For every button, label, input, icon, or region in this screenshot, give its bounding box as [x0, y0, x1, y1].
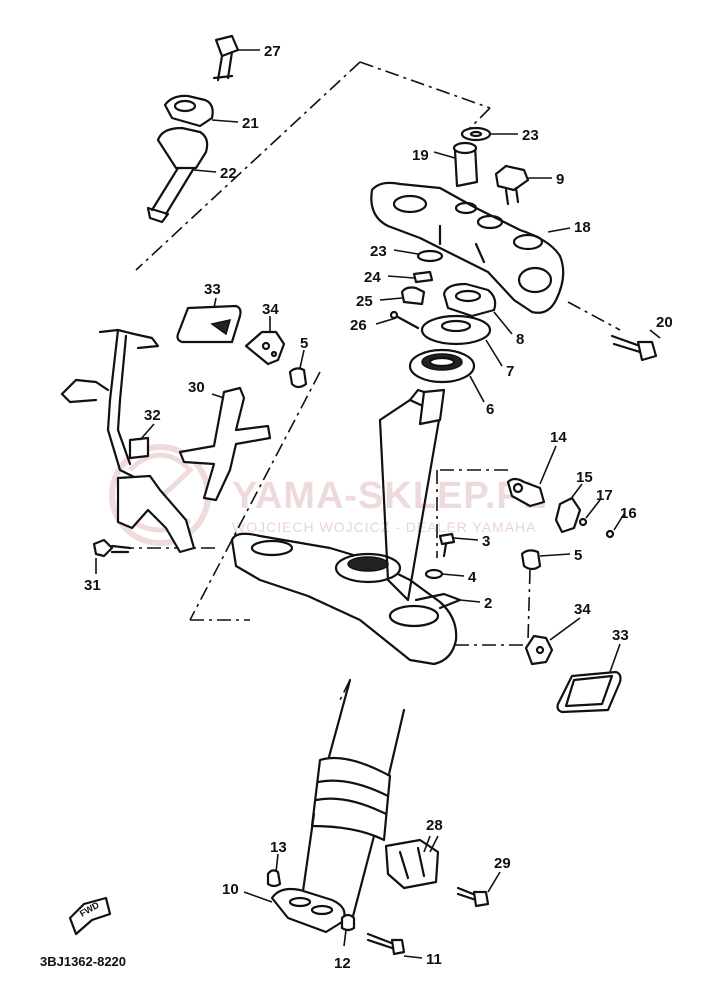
callout-labels: 27 21 22 23 19 9 18 23 24 25 26 8 7 6 20… [84, 43, 673, 972]
part-29-bolt [456, 886, 490, 908]
callout-32: 32 [144, 407, 161, 424]
part-22-handlebar-holder-lower [146, 126, 209, 224]
part-23-washer-lower [416, 249, 444, 263]
part-5-collar-left [288, 367, 308, 389]
part-33-reflector-right [556, 670, 622, 714]
watermark: YAMA-SKLEP.PL WOJCIECH WOJCICZ - DEALER … [109, 444, 547, 546]
callout-18: 18 [574, 219, 591, 236]
fwd-arrow-icon: FWD [68, 896, 112, 936]
part-28-fork-brackets [384, 838, 440, 890]
callout-26: 26 [350, 317, 367, 334]
callout-25: 25 [356, 293, 373, 310]
part-34-reflector-bracket-right [524, 634, 554, 666]
part-26-pin [389, 310, 420, 330]
front-fork [298, 678, 406, 922]
part-27-bolt [212, 34, 240, 82]
part-16-spring [605, 529, 615, 539]
part-3-screw [438, 532, 456, 558]
callout-15: 15 [576, 469, 593, 486]
callout-27: 27 [264, 43, 281, 60]
part-31-bolt [92, 538, 132, 558]
callout-12: 12 [334, 955, 351, 972]
part-11-bolt [366, 932, 406, 956]
part-17-rivet [578, 517, 588, 527]
callout-9: 9 [556, 171, 564, 188]
part-34-reflector-bracket-left [244, 330, 286, 366]
part-20-pinch-bolt [610, 334, 658, 362]
callout-5-right: 5 [574, 547, 582, 564]
part-2-cable-guide [414, 592, 462, 610]
part-32-damper [128, 436, 150, 460]
callout-33-left: 33 [204, 281, 221, 298]
callout-7: 7 [506, 363, 514, 380]
callout-23-top: 23 [522, 127, 539, 144]
document-code: 3BJ1362-8220 [40, 954, 126, 969]
part-6-bearing [408, 348, 476, 384]
callout-5-left: 5 [300, 335, 308, 352]
part-10-cable-holder [270, 887, 346, 934]
leader-lines [95, 49, 661, 959]
part-12-collar [340, 913, 356, 932]
callout-14: 14 [550, 429, 567, 446]
part-30-bracket [178, 386, 272, 502]
callout-33-right: 33 [612, 627, 629, 644]
watermark-sub-text: WOJCIECH WOJCICZ - DEALER YAMAHA [232, 519, 537, 535]
callout-30: 30 [188, 379, 205, 396]
watermark-main-text: YAMA-SKLEP.PL [232, 475, 547, 517]
callout-23-lower: 23 [370, 243, 387, 260]
part-14-steering-lock [506, 477, 546, 508]
part-8-ring-nut [442, 282, 497, 318]
part-19-collar [452, 141, 479, 188]
callout-22: 22 [220, 165, 237, 182]
callout-28: 28 [426, 817, 443, 834]
callout-3: 3 [482, 533, 490, 550]
callout-31: 31 [84, 577, 101, 594]
headlight-stay-lower [116, 474, 196, 554]
part-5-collar-right [520, 549, 542, 571]
part-18-upper-bracket [370, 181, 565, 314]
callout-16: 16 [620, 505, 637, 522]
callout-29: 29 [494, 855, 511, 872]
callout-6: 6 [486, 401, 494, 418]
callout-24: 24 [364, 269, 381, 286]
under-bracket [230, 388, 458, 666]
part-33-reflector-left [176, 304, 242, 344]
callout-11: 11 [426, 951, 442, 968]
part-7-dust-cover [420, 314, 492, 346]
part-4-washer [424, 568, 444, 580]
part-13-collar [266, 869, 282, 888]
part-15-lock-cover [554, 496, 582, 534]
callout-10: 10 [222, 881, 239, 898]
callout-34-right: 34 [574, 601, 591, 618]
callout-21: 21 [242, 115, 259, 132]
callout-13: 13 [270, 839, 287, 856]
part-9-steering-stem-bolt [494, 164, 530, 206]
callout-2: 2 [484, 595, 492, 612]
callout-19: 19 [412, 147, 429, 164]
callout-20: 20 [656, 314, 673, 331]
headlight-stay-left [60, 328, 160, 482]
part-25-bearing-race [400, 286, 426, 306]
callout-4: 4 [468, 569, 477, 586]
callout-17: 17 [596, 487, 613, 504]
part-21-handlebar-holder [163, 94, 214, 128]
part-24-bearing-shim [412, 270, 434, 284]
callout-34-left: 34 [262, 301, 279, 318]
part-23-washer [460, 126, 492, 142]
callout-8: 8 [516, 331, 524, 348]
